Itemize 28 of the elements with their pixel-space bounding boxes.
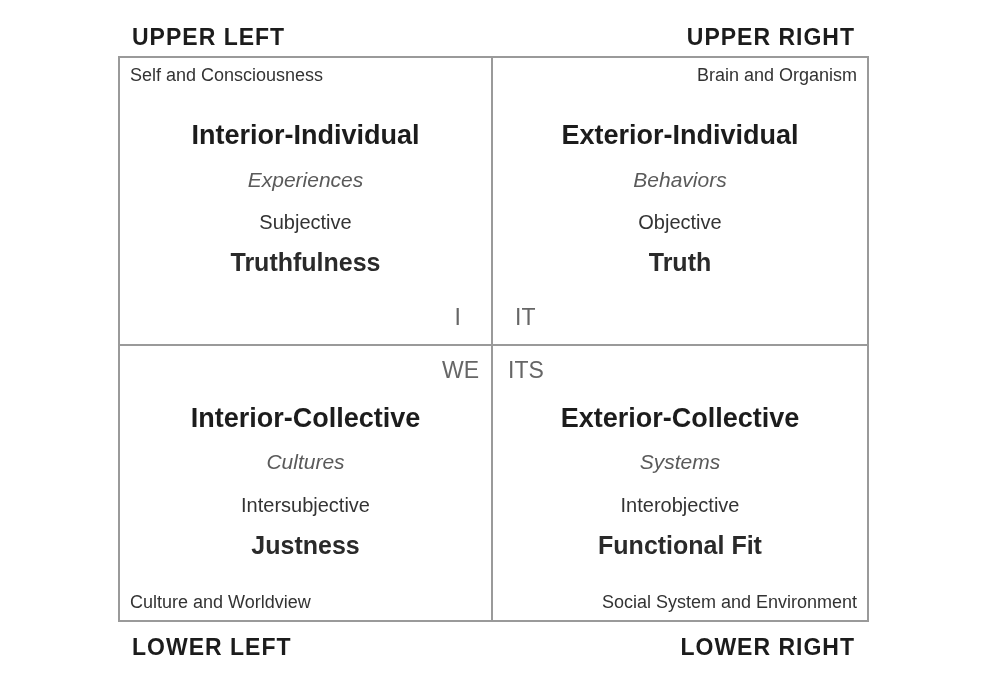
quadrant-subtitle: Behaviors	[633, 167, 727, 193]
pronoun-label: ITS	[508, 357, 544, 385]
quadrant-caption: Brain and Organism	[696, 65, 857, 87]
quadrant-subtitle: Experiences	[247, 167, 364, 193]
pronoun-label: IT	[515, 304, 536, 332]
quadrant-caption: Self and Consciousness	[130, 65, 324, 87]
quadrant-heading: UPPER RIGHT	[686, 24, 855, 52]
pronoun-label: WE	[441, 357, 479, 385]
validity-claim: Truth	[648, 247, 712, 277]
quadrant-title: Interior-Collective	[190, 401, 421, 435]
perspective-label: Objective	[638, 210, 722, 234]
quadrant-heading: LOWER LEFT	[132, 634, 292, 662]
quadrant-title: Exterior-Collective	[560, 401, 800, 435]
perspective-label: Subjective	[259, 210, 352, 234]
quadrant-subtitle: Cultures	[266, 449, 345, 475]
quadrant-heading: LOWER RIGHT	[680, 634, 855, 662]
quadrant-title: Interior-Individual	[191, 118, 420, 152]
quadrant-heading: UPPER LEFT	[132, 24, 286, 52]
perspective-label: Intersubjective	[241, 493, 370, 517]
pronoun-label: I	[454, 304, 461, 332]
validity-claim: Justness	[251, 530, 360, 560]
quadrant-caption: Culture and Worldview	[130, 592, 311, 614]
quadrant-title: Exterior-Individual	[561, 118, 799, 152]
perspective-label: Interobjective	[620, 493, 740, 517]
validity-claim: Functional Fit	[598, 530, 762, 560]
quadrant-subtitle: Systems	[639, 449, 721, 475]
validity-claim: Truthfulness	[230, 247, 381, 277]
quadrant-caption: Social System and Environment	[601, 592, 857, 614]
